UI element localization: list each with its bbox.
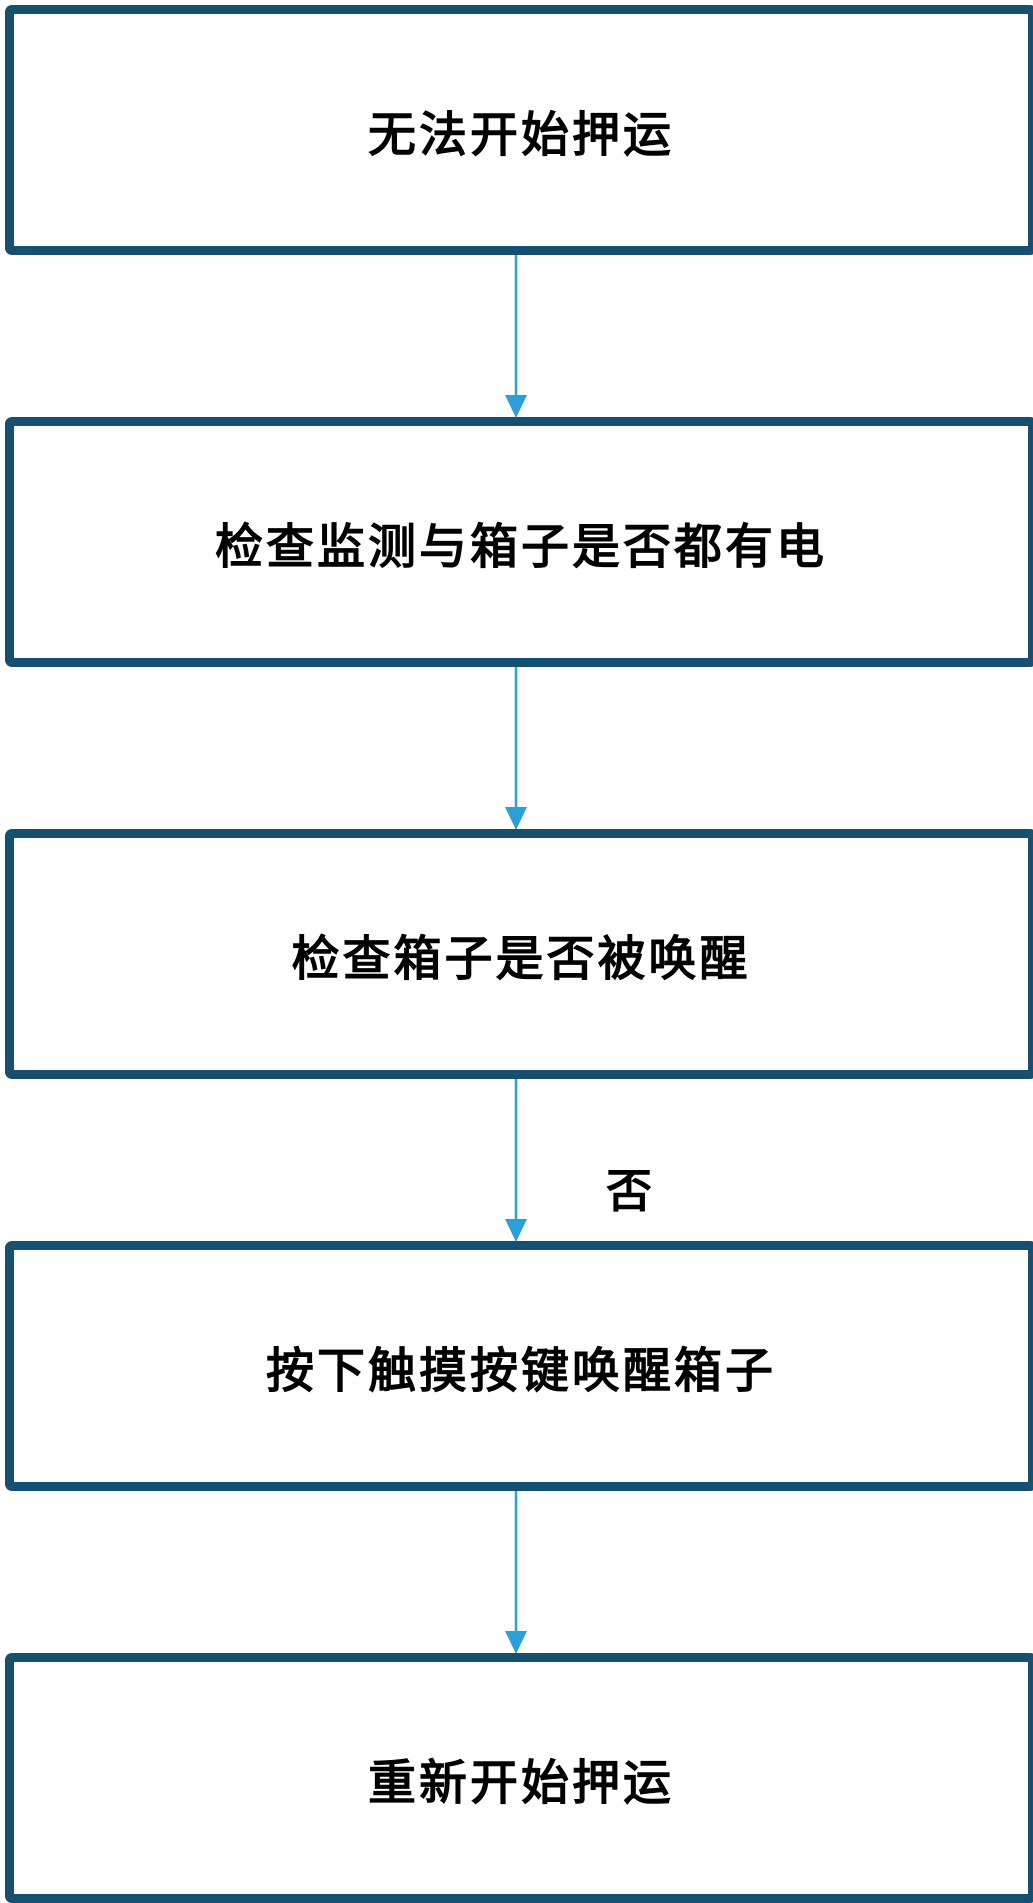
step-cannot-start-escort: 无法开始押运 (5, 5, 1033, 255)
step-label: 按下触摸按键唤醒箱子 (265, 1343, 776, 1399)
arrow-step1-to-step2 (505, 246, 527, 418)
step-check-box-awake: 检查箱子是否被唤醒 (5, 829, 1033, 1079)
step-label: 检查监测与箱子是否都有电 (214, 519, 827, 575)
arrow-step3-to-step4 (505, 1070, 527, 1242)
step-press-touch-key: 按下触摸按键唤醒箱子 (5, 1241, 1033, 1491)
step-check-power: 检查监测与箱子是否都有电 (5, 417, 1033, 667)
arrow-step4-to-step5 (505, 1482, 527, 1654)
step-label: 无法开始押运 (367, 107, 674, 163)
step-label: 检查箱子是否被唤醒 (291, 931, 751, 987)
step-label: 重新开始押运 (367, 1755, 674, 1811)
arrowhead (505, 395, 527, 418)
arrowhead (505, 807, 527, 830)
edge-label-no: 否 (606, 1164, 652, 1218)
arrow-step2-to-step3 (505, 658, 527, 830)
step-restart-escort: 重新开始押运 (5, 1653, 1033, 1903)
arrowhead (505, 1219, 527, 1242)
arrowhead (505, 1631, 527, 1654)
